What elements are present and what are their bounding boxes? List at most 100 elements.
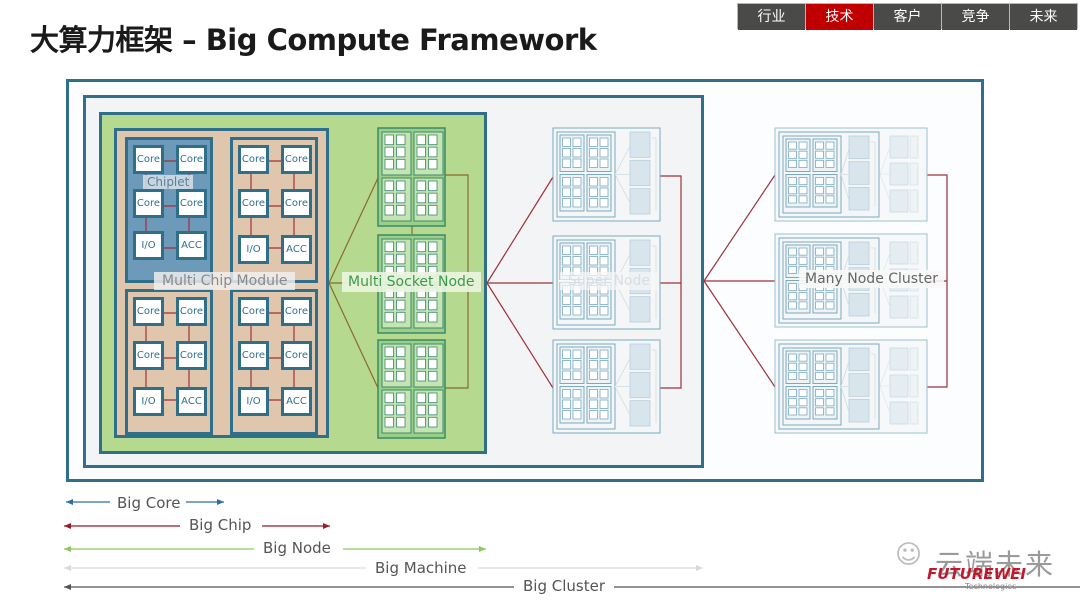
chiplet-label: Chiplet xyxy=(143,175,194,189)
mini-unit xyxy=(788,407,797,416)
mini-unit xyxy=(589,158,598,168)
core-unit: Core xyxy=(238,145,269,174)
core-unit: Core xyxy=(281,297,312,326)
mini-unit xyxy=(599,306,609,316)
mini-unit xyxy=(416,346,426,358)
mini-unit xyxy=(572,399,582,409)
mini-unit xyxy=(384,192,394,204)
mini-unit xyxy=(589,256,598,266)
arrowhead-right xyxy=(479,546,486,552)
mini-unit xyxy=(798,186,808,195)
faded-socket xyxy=(848,398,870,423)
mini-unit xyxy=(384,253,394,265)
legend-label-big-chip: Big Chip xyxy=(183,516,258,534)
arrowhead-left xyxy=(66,499,73,505)
mini-unit xyxy=(396,204,406,216)
mini-unit xyxy=(825,407,835,416)
mini-unit xyxy=(562,370,571,380)
core-unit: Core xyxy=(281,341,312,370)
mini-unit xyxy=(428,392,438,404)
faded-node xyxy=(889,162,909,186)
mini-unit xyxy=(428,146,438,158)
mini-unit xyxy=(815,407,824,416)
mini-unit xyxy=(572,306,582,316)
mini-unit xyxy=(384,241,394,253)
mini-unit xyxy=(825,195,835,204)
acc-unit: ACC xyxy=(176,231,207,260)
faded-socket xyxy=(629,159,651,187)
mini-unit xyxy=(589,399,598,409)
mini-unit xyxy=(788,301,797,310)
tab-industry[interactable]: 行业 xyxy=(738,4,805,30)
mini-unit xyxy=(798,177,808,186)
tab-future[interactable]: 未来 xyxy=(1010,4,1077,30)
multi-chip-module-label: Multi Chip Module xyxy=(154,272,296,290)
mini-unit xyxy=(589,306,598,316)
mini-unit xyxy=(384,180,394,192)
mini-unit xyxy=(416,416,426,428)
mini-unit xyxy=(815,301,824,310)
mini-unit xyxy=(572,360,582,370)
legend-arrow-big-chip xyxy=(64,523,330,529)
mini-unit xyxy=(572,187,582,197)
mini-unit xyxy=(599,410,609,420)
mini-unit xyxy=(396,392,406,404)
mini-unit xyxy=(562,306,571,316)
mini-unit xyxy=(562,137,571,147)
link-line xyxy=(840,148,850,175)
mini-unit xyxy=(788,195,797,204)
mini-unit xyxy=(428,192,438,204)
mini-unit xyxy=(798,362,808,371)
mini-unit xyxy=(599,148,609,158)
mini-unit xyxy=(396,146,406,158)
core-unit: Core xyxy=(176,341,207,370)
mini-unit xyxy=(798,256,808,265)
mini-unit xyxy=(599,389,609,399)
tab-customers[interactable]: 客户 xyxy=(874,4,941,30)
faded-node xyxy=(909,401,919,425)
link-line xyxy=(328,177,379,284)
faded-socket xyxy=(848,161,870,185)
faded-socket xyxy=(848,373,870,397)
mini-unit xyxy=(416,404,426,416)
core-unit: Core xyxy=(133,189,164,218)
mini-unit xyxy=(815,141,824,150)
mini-unit xyxy=(562,399,571,409)
mini-unit xyxy=(788,177,797,186)
mini-unit xyxy=(396,158,406,170)
tab-technology[interactable]: 技术 xyxy=(806,4,873,30)
mini-unit xyxy=(589,295,598,305)
mini-unit xyxy=(788,292,797,301)
mini-unit xyxy=(599,349,609,359)
mini-unit xyxy=(825,186,835,195)
faded-node xyxy=(909,135,919,159)
faded-node xyxy=(909,189,919,213)
faded-socket xyxy=(848,186,870,211)
mini-unit xyxy=(572,389,582,399)
watermark-text: 云端未来 xyxy=(935,548,1056,581)
core-unit: Core xyxy=(133,145,164,174)
legend-arrow-big-core xyxy=(66,499,224,505)
mini-unit xyxy=(788,159,797,168)
link-line xyxy=(486,176,554,284)
mini-unit xyxy=(788,398,797,407)
mini-unit xyxy=(815,186,824,195)
mini-unit xyxy=(589,410,598,420)
mini-unit xyxy=(788,141,797,150)
link-line xyxy=(328,282,379,389)
faded-socket xyxy=(629,239,651,266)
mini-unit xyxy=(562,148,571,158)
tab-competition[interactable]: 竞争 xyxy=(942,4,1009,30)
core-unit: Core xyxy=(281,189,312,218)
arrowhead-left xyxy=(64,523,71,529)
legend-label-big-node: Big Node xyxy=(257,539,337,557)
mini-unit xyxy=(825,247,835,256)
mini-unit xyxy=(825,292,835,301)
faded-node xyxy=(909,374,919,398)
faded-node xyxy=(909,347,919,371)
faded-node xyxy=(889,135,909,159)
mini-unit xyxy=(825,159,835,168)
mini-unit xyxy=(428,204,438,216)
mini-unit xyxy=(599,137,609,147)
mini-unit xyxy=(572,198,582,208)
